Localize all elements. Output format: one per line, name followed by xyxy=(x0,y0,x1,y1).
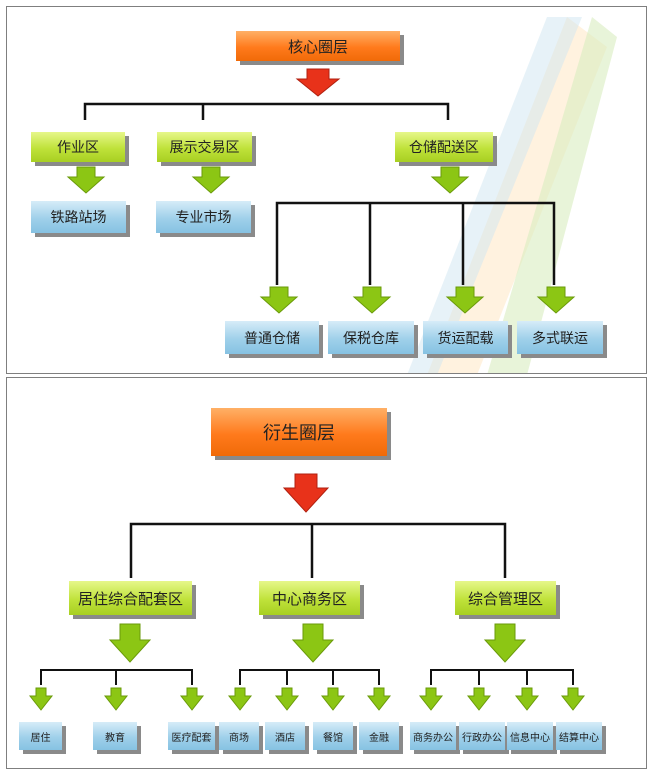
green-arrow-icon xyxy=(445,286,485,314)
derived-connector-lines xyxy=(40,522,574,685)
green-arrow-icon xyxy=(352,286,392,314)
storage-general: 普通仓储 xyxy=(225,321,319,354)
storage-multimodal: 多式联运 xyxy=(517,321,603,354)
derived-layer-title: 衍生圈层 xyxy=(211,408,387,456)
business-hotel: 酒店 xyxy=(265,722,305,750)
green-arrow-icon xyxy=(466,687,492,711)
zone-storage-distribution: 仓储配送区 xyxy=(395,132,493,162)
residential-housing: 居住 xyxy=(19,722,62,750)
green-arrow-icon xyxy=(66,166,106,194)
railway-station: 铁路站场 xyxy=(31,201,126,233)
residential-education: 教育 xyxy=(93,722,137,750)
red-arrow-icon xyxy=(295,68,341,97)
core-connector-lines xyxy=(83,102,556,285)
green-arrow-icon xyxy=(291,623,335,663)
business-finance: 金融 xyxy=(359,722,399,750)
storage-freight: 货运配载 xyxy=(423,321,508,354)
green-arrow-icon xyxy=(191,166,231,194)
green-arrow-icon xyxy=(28,687,54,711)
management-info-center: 信息中心 xyxy=(507,722,553,750)
green-arrow-icon xyxy=(366,687,392,711)
professional-market: 专业市场 xyxy=(156,201,251,233)
zone-operation: 作业区 xyxy=(31,132,125,162)
green-arrow-icon xyxy=(227,687,253,711)
red-arrow-icon xyxy=(282,473,330,513)
business-mall: 商场 xyxy=(219,722,259,750)
zone-cbd: 中心商务区 xyxy=(259,581,360,615)
business-restaurant: 餐馆 xyxy=(313,722,353,750)
green-arrow-icon xyxy=(103,687,129,711)
green-arrow-icon xyxy=(430,166,470,194)
green-arrow-icon xyxy=(418,687,444,711)
storage-bonded: 保税仓库 xyxy=(328,321,414,354)
decorative-swoosh xyxy=(407,17,617,373)
residential-medical: 医疗配套 xyxy=(168,722,215,750)
green-arrow-icon xyxy=(259,286,299,314)
derived-arrows xyxy=(28,473,586,711)
management-admin-office: 行政办公 xyxy=(459,722,505,750)
zone-exhibition-trading: 展示交易区 xyxy=(157,132,252,162)
management-commercial-office: 商务办公 xyxy=(410,722,456,750)
core-layer-panel: 核心圈层 作业区 展示交易区 仓储配送区 铁路站场 专业市场 普通仓储 保税仓库… xyxy=(6,6,647,374)
green-arrow-icon xyxy=(179,687,205,711)
green-arrow-icon xyxy=(320,687,346,711)
derived-layer-panel: 衍生圈层 居住综合配套区 中心商务区 综合管理区 居住 教育 医疗配套 商场 酒… xyxy=(6,377,647,769)
green-arrow-icon xyxy=(514,687,540,711)
management-settlement-center: 结算中心 xyxy=(556,722,602,750)
zone-residential: 居住综合配套区 xyxy=(69,581,192,615)
green-arrow-icon xyxy=(536,286,576,314)
green-arrow-icon xyxy=(108,623,152,663)
core-arrows xyxy=(66,68,576,314)
zone-management: 综合管理区 xyxy=(455,581,556,615)
core-layer-title: 核心圈层 xyxy=(236,31,400,61)
green-arrow-icon xyxy=(483,623,527,663)
green-arrow-icon xyxy=(274,687,300,711)
green-arrow-icon xyxy=(560,687,586,711)
